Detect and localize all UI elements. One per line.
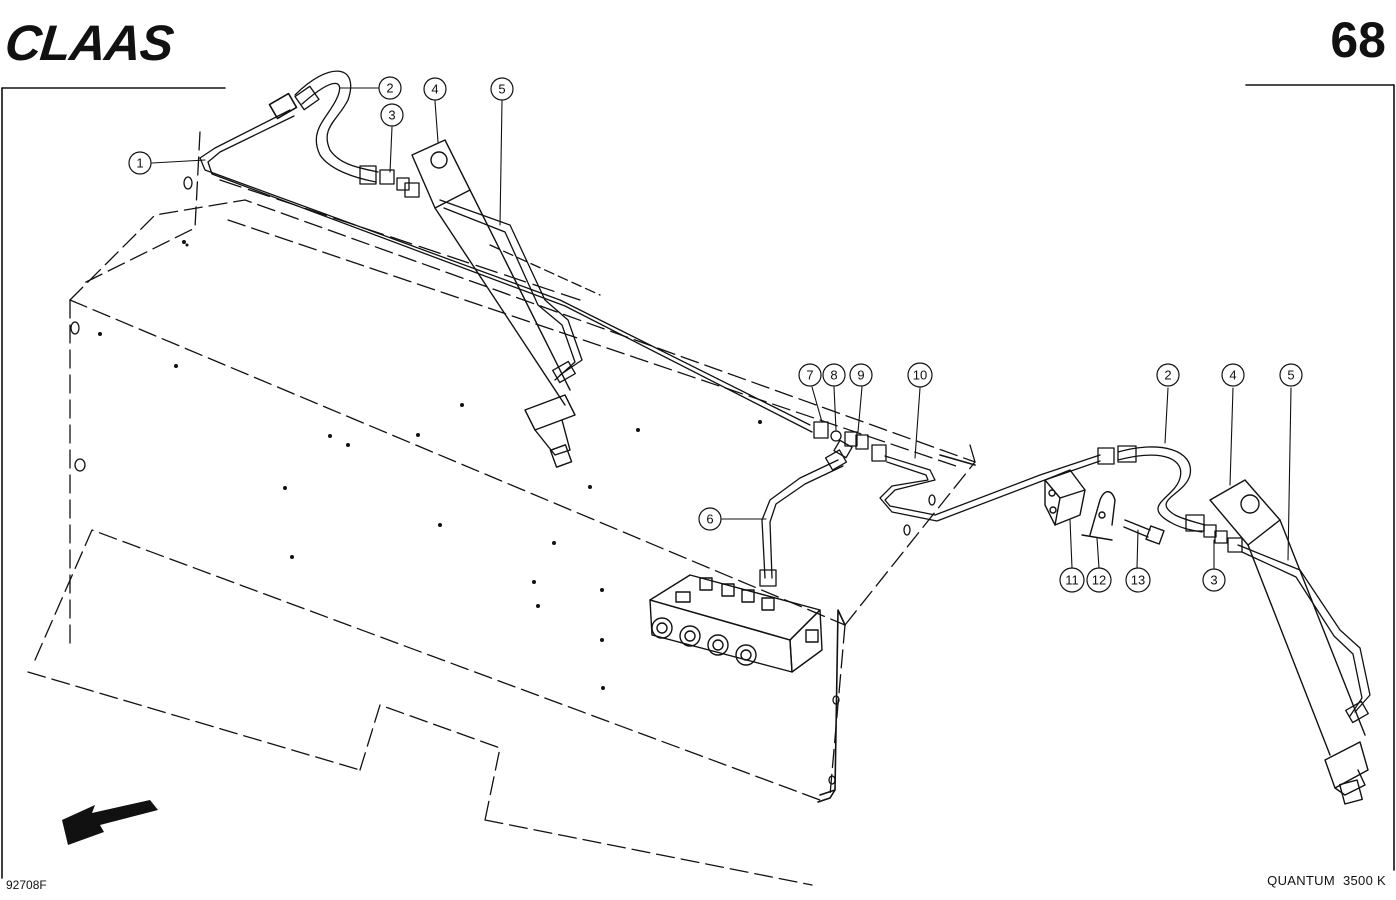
machine-body bbox=[27, 131, 976, 886]
body-top-edge bbox=[939, 454, 976, 466]
page-number: 68 bbox=[1330, 12, 1386, 68]
callout-3: 3 bbox=[380, 103, 404, 127]
callout-7: 7 bbox=[798, 363, 822, 387]
svg-text:CLAAS: CLAAS bbox=[3, 15, 177, 71]
callouts: 1 2 3 4 5 6 7 8 9 10 2 4 5 3 11 12 13 bbox=[128, 76, 1303, 593]
svg-text:3: 3 bbox=[1210, 573, 1217, 588]
svg-text:11: 11 bbox=[1065, 573, 1079, 588]
callout-13: 13 bbox=[1125, 567, 1151, 593]
pipe-6 bbox=[759, 449, 848, 587]
callout-2-right: 2 bbox=[1156, 363, 1180, 387]
svg-text:12: 12 bbox=[1092, 573, 1106, 588]
hose-2-right bbox=[1117, 445, 1206, 533]
svg-text:6: 6 bbox=[706, 512, 713, 527]
clamp-block-11 bbox=[1044, 469, 1086, 526]
callout-5: 5 bbox=[490, 77, 514, 101]
pipe-5-left bbox=[439, 199, 583, 384]
fitting-pipe1-end bbox=[268, 92, 298, 120]
cylinder-4-left bbox=[411, 139, 576, 468]
pipe-1 bbox=[199, 109, 813, 433]
model-name: QUANTUM 3500 K bbox=[1259, 873, 1386, 888]
callout-4: 4 bbox=[423, 77, 447, 101]
body-edge-right bbox=[817, 789, 836, 803]
model-number: 3500 K bbox=[1342, 873, 1386, 888]
svg-text:2: 2 bbox=[1164, 368, 1171, 383]
svg-text:5: 5 bbox=[498, 82, 505, 97]
svg-text:4: 4 bbox=[431, 82, 438, 97]
svg-text:2: 2 bbox=[386, 81, 393, 96]
svg-text:3: 3 bbox=[388, 108, 395, 123]
body-corner-front bbox=[819, 609, 846, 796]
callout-1: 1 bbox=[128, 151, 152, 175]
svg-text:9: 9 bbox=[857, 368, 864, 383]
claas-logo: CLAAS bbox=[3, 15, 177, 71]
callout-11: 11 bbox=[1059, 567, 1085, 593]
control-valve-block bbox=[649, 574, 823, 673]
document-number: 92708F bbox=[6, 878, 47, 892]
svg-text:10: 10 bbox=[913, 368, 927, 383]
direction-arrow-icon bbox=[62, 800, 158, 845]
pipe-5-right bbox=[1237, 544, 1371, 724]
callout-3-right: 3 bbox=[1202, 568, 1226, 592]
callout-10: 10 bbox=[907, 362, 933, 388]
bolt-13 bbox=[1123, 519, 1165, 545]
leader-lines bbox=[151, 87, 1292, 569]
model-label: QUANTUM bbox=[1267, 873, 1335, 888]
hose-2-left bbox=[294, 70, 379, 185]
svg-text:4: 4 bbox=[1229, 368, 1236, 383]
fittings-7-8-9 bbox=[813, 421, 887, 462]
callout-9: 9 bbox=[849, 363, 873, 387]
callout-5-right: 5 bbox=[1279, 363, 1303, 387]
svg-text:13: 13 bbox=[1131, 573, 1145, 588]
pipe-10 bbox=[879, 447, 1115, 522]
callout-12: 12 bbox=[1086, 567, 1112, 593]
fitting-3-left bbox=[379, 169, 420, 198]
clamp-12 bbox=[1081, 491, 1116, 541]
svg-text:1: 1 bbox=[136, 156, 143, 171]
cylinder-4-right bbox=[1209, 479, 1369, 805]
fitting-3-right bbox=[1203, 524, 1243, 553]
callout-6: 6 bbox=[698, 507, 722, 531]
bolt-marks bbox=[98, 240, 762, 690]
callout-8: 8 bbox=[822, 363, 846, 387]
svg-text:8: 8 bbox=[830, 368, 837, 383]
svg-text:5: 5 bbox=[1287, 368, 1294, 383]
mounting-holes bbox=[70, 176, 936, 785]
svg-text:7: 7 bbox=[806, 368, 813, 383]
callout-2: 2 bbox=[378, 76, 402, 100]
callout-4-right: 4 bbox=[1221, 363, 1245, 387]
